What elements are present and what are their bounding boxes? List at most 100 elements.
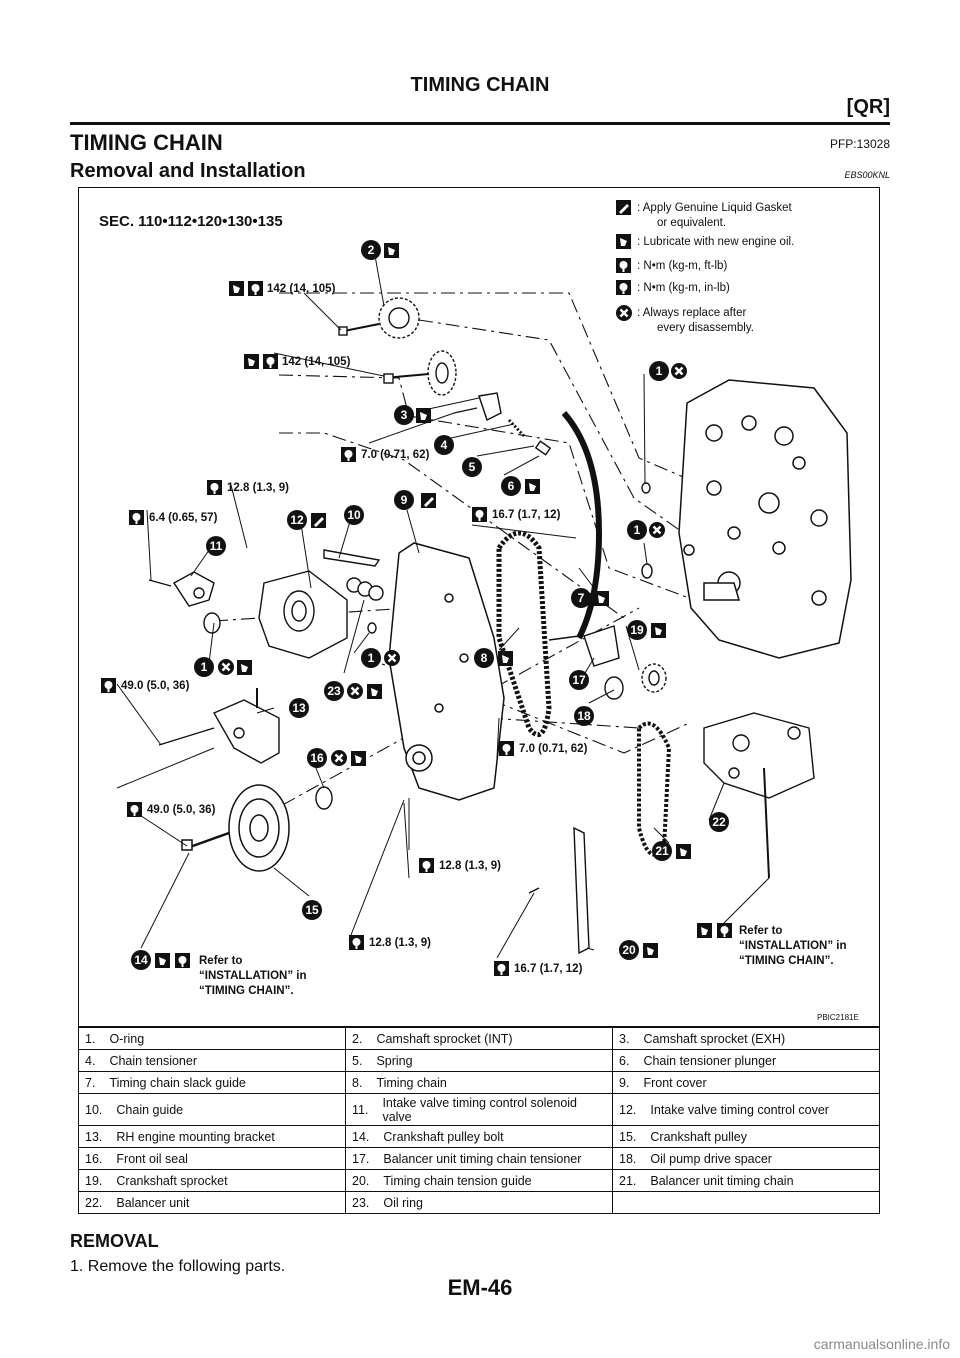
- chain-tensioner: [453, 392, 552, 456]
- callout-2: 2: [361, 240, 381, 260]
- callout-18: 18: [574, 706, 594, 726]
- table-cell: 10.Chain guide: [78, 1093, 346, 1126]
- refer-right-2: “INSTALLATION” in: [739, 940, 847, 952]
- parts-table: 1.O-ring 2.Camshaft sprocket (INT) 3.Cam…: [78, 1027, 880, 1214]
- oil-seal-and-sprocket: [315, 663, 667, 810]
- replace-part-icon: [614, 303, 634, 323]
- svg-text:21: 21: [655, 844, 669, 858]
- torque-spec: 7.0 (0.71, 62): [341, 447, 430, 462]
- balancer-chain-parts: [528, 625, 672, 955]
- svg-text:20: 20: [622, 943, 636, 957]
- page-number: EM-46: [447, 1275, 513, 1300]
- balancer-unit: [703, 712, 815, 879]
- oil-can-icon: [351, 751, 366, 766]
- header-rule: [70, 122, 890, 125]
- svg-text:9: 9: [401, 493, 408, 507]
- svg-text:12: 12: [290, 513, 304, 527]
- legend-icons: [614, 200, 634, 323]
- table-cell: 12.Intake valve timing control cover: [612, 1093, 880, 1126]
- oil-can-icon: [697, 923, 712, 938]
- callouts: 2 1 3 4 5 6 9 12 10 11 1 7 19 8 1 1 17 2…: [131, 240, 729, 970]
- refer-left-1: Refer to: [199, 955, 242, 967]
- callout-21: 21: [652, 841, 672, 861]
- slack-guide: [561, 411, 603, 640]
- oil-can-icon: [643, 943, 658, 958]
- svg-text:10: 10: [347, 508, 361, 522]
- exploded-diagram: 2 1 3 4 5 6 9 12 10 11 1 7 19 8 1 1 17 2…: [78, 187, 880, 1027]
- refer-left-3: “TIMING CHAIN”.: [199, 985, 294, 997]
- ivt-cover: [258, 570, 348, 659]
- torque-spec: 49.0 (5.0, 36): [127, 802, 216, 817]
- torque-spec: 16.7 (1.7, 12): [494, 961, 583, 976]
- table-cell: 19.Crankshaft sprocket: [78, 1169, 346, 1192]
- replace-part-icon: [329, 748, 349, 768]
- oil-can-icon: [651, 623, 666, 638]
- table-cell: 8.Timing chain: [345, 1071, 613, 1094]
- callout-23: 23: [324, 681, 344, 701]
- table-row: 1.O-ring 2.Camshaft sprocket (INT) 3.Cam…: [78, 1027, 880, 1050]
- torque-spec: 12.8 (1.3, 9): [419, 858, 501, 873]
- svg-text:22: 22: [712, 815, 726, 829]
- svg-text:49.0 (5.0, 36): 49.0 (5.0, 36): [121, 680, 190, 692]
- diagram-svg: 2 1 3 4 5 6 9 12 10 11 1 7 19 8 1 1 17 2…: [99, 200, 859, 1022]
- oil-can-icon: [498, 651, 513, 666]
- torque-spec: 16.7 (1.7, 12): [472, 507, 561, 522]
- svg-text:17: 17: [572, 673, 586, 687]
- torque-spec: 6.4 (0.65, 57): [129, 510, 218, 525]
- callout-7: 7: [571, 588, 591, 608]
- svg-text:6.4 (0.65, 57): 6.4 (0.65, 57): [149, 512, 218, 524]
- torque-spec: 49.0 (5.0, 36): [101, 678, 190, 693]
- callout-1b: 1: [627, 520, 647, 540]
- svg-text:1: 1: [201, 660, 208, 674]
- table-cell: 1.O-ring: [78, 1027, 346, 1050]
- removal-step-1: 1. Remove the following parts.: [70, 1258, 286, 1275]
- table-cell: 9.Front cover: [612, 1071, 880, 1094]
- page-header-title: TIMING CHAIN: [410, 74, 550, 96]
- engine-code: [QR]: [846, 96, 890, 118]
- crankshaft-pulley: [181, 784, 290, 872]
- refer-right-3: “TIMING CHAIN”.: [739, 955, 834, 967]
- oil-can-icon: [525, 479, 540, 494]
- watermark: carmanualsonline.info: [813, 1336, 950, 1352]
- callout-12: 12: [287, 510, 307, 530]
- table-row: 4.Chain tensioner 5.Spring 6.Chain tensi…: [78, 1049, 880, 1072]
- removal-heading: REMOVAL: [70, 1231, 159, 1251]
- table-row: 10.Chain guide 11.Intake valve timing co…: [78, 1093, 880, 1126]
- table-row: 13.RH engine mounting bracket 14.Cranksh…: [78, 1125, 880, 1148]
- svg-text:12.8 (1.3, 9): 12.8 (1.3, 9): [369, 937, 431, 949]
- refer-right-1: Refer to: [739, 925, 782, 937]
- callout-9: 9: [394, 490, 414, 510]
- oil-can-icon: [237, 660, 252, 675]
- oil-can-icon: [676, 844, 691, 859]
- engine-block: [678, 379, 852, 659]
- svg-text:1: 1: [656, 364, 663, 378]
- svg-text:18: 18: [577, 709, 591, 723]
- refer-left-2: “INSTALLATION” in: [199, 970, 307, 982]
- svg-text:12.8 (1.3, 9): 12.8 (1.3, 9): [439, 860, 501, 872]
- table-cell: 11.Intake valve timing control solenoid …: [345, 1093, 613, 1126]
- svg-text:12.8 (1.3, 9): 12.8 (1.3, 9): [227, 482, 289, 494]
- svg-text:142 (14, 105): 142 (14, 105): [282, 356, 351, 368]
- svg-text:3: 3: [401, 408, 408, 422]
- table-cell: 5.Spring: [345, 1049, 613, 1072]
- svg-text:: Always replace after: : Always replace after: [637, 307, 746, 319]
- torque-spec: 12.8 (1.3, 9): [349, 935, 431, 950]
- table-cell: 17.Balancer unit timing chain tensioner: [345, 1147, 613, 1170]
- oil-can-icon: [594, 591, 609, 606]
- refer-notes: Refer to “INSTALLATION” in “TIMING CHAIN…: [199, 925, 847, 997]
- svg-text:1: 1: [634, 523, 641, 537]
- svg-text:: Lubricate with new engine oi: : Lubricate with new engine oil.: [637, 236, 794, 248]
- replace-part-icon: [345, 681, 365, 701]
- oil-can-icon: [384, 243, 399, 258]
- svg-text:11: 11: [210, 539, 223, 553]
- callout-11: 11: [206, 536, 226, 556]
- svg-text:14: 14: [134, 953, 148, 967]
- figure-code: PBIC2181E: [817, 1013, 859, 1022]
- solenoid-valve: [148, 571, 221, 634]
- section-title: TIMING CHAIN: [70, 130, 223, 155]
- svg-text:13: 13: [292, 701, 306, 715]
- table-row: 7.Timing chain slack guide 8.Timing chai…: [78, 1071, 880, 1094]
- table-cell: 3.Camshaft sprocket (EXH): [612, 1027, 880, 1050]
- mounting-bracket: [158, 688, 280, 764]
- timing-chain: [496, 530, 552, 738]
